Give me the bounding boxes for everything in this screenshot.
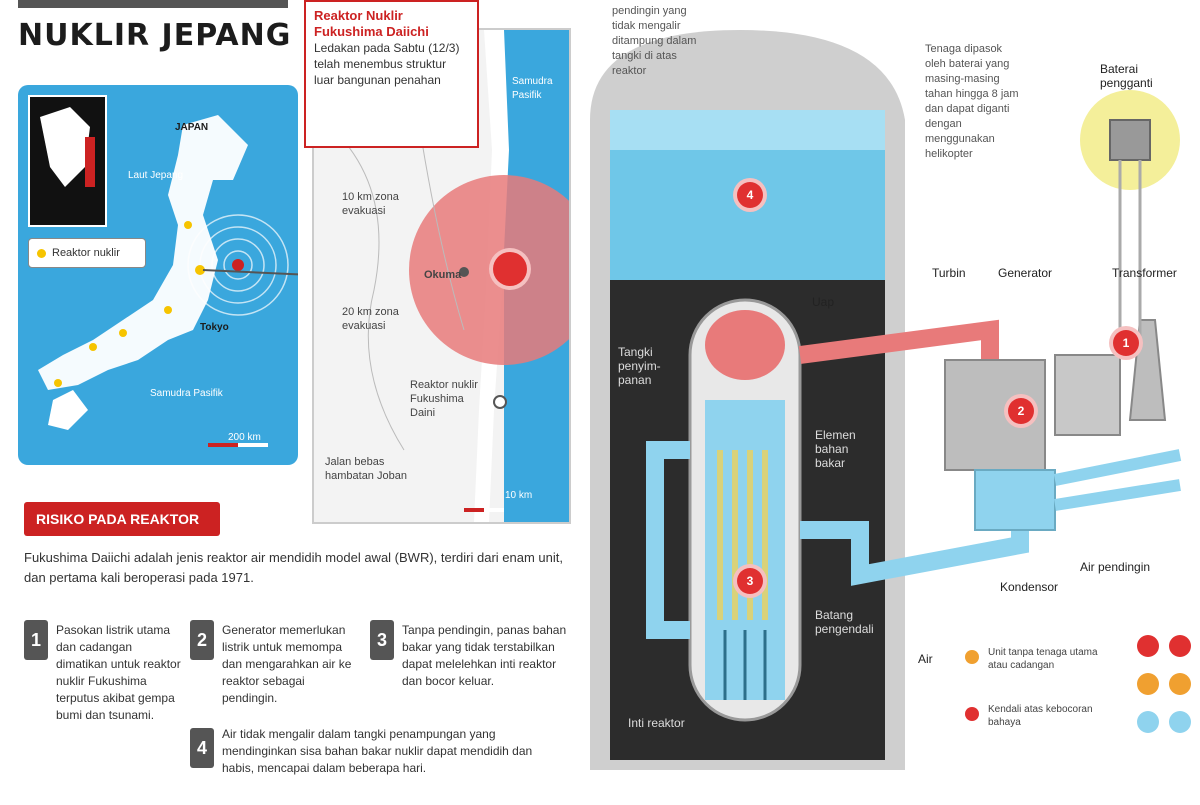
map-legend: Reaktor nuklir [28, 238, 146, 268]
label-batang: Batang pengendali [815, 608, 874, 636]
map-label-japan: JAPAN [175, 122, 209, 133]
reactor-diagram [580, 0, 1200, 800]
page-title: NUKLIR JEPANG [18, 18, 292, 53]
label-base: Inti reaktor [628, 716, 685, 730]
step-2-text: Generator memerlukan listrik untuk memom… [222, 623, 352, 705]
step-1-text: Pasokan listrik utama dan cadangan dimat… [56, 623, 181, 722]
label-transformer: Transformer [1112, 266, 1177, 280]
risk-intro: Fukushima Daiichi adalah jenis reaktor a… [24, 550, 563, 585]
daini-label: Reaktor nuklir Fukushima Daini [410, 379, 478, 419]
zone-10km-label: 10 km zona evakuasi [342, 191, 399, 217]
callout-title: Reaktor Nuklir Fukushima Daiichi [314, 8, 429, 39]
map-label-sea-west: Laut Jepang [128, 170, 184, 181]
zoom-ocean-label: Samudra Pasifik [512, 76, 553, 101]
label-tangki: Tangki penyim-panan [618, 345, 661, 387]
warning-icon-3: 3 [737, 568, 763, 594]
warning-icon-1: 1 [1113, 330, 1139, 356]
map-scale-label: 200 km [228, 432, 261, 443]
top-note: pendingin yang tidak mengalir ditampung … [612, 5, 697, 77]
step-4-number: 4 [190, 728, 214, 768]
map-label-sea-east: Samudra Pasifik [150, 388, 223, 399]
title-strip [18, 0, 288, 8]
fukushima-callout: Reaktor Nuklir Fukushima Daiichi Ledakan… [304, 0, 479, 148]
reactor-dot-icon [37, 248, 46, 258]
label-elemen: Elemen bahan bakar [815, 428, 856, 470]
step-2-number: 2 [190, 620, 214, 660]
label-kondensor: Kondensor [1000, 580, 1059, 594]
warning-icon-2: 2 [1008, 398, 1034, 424]
reactor-diagram-shapes [590, 30, 1182, 770]
battery-label: Baterai pengganti [1100, 62, 1153, 90]
road-label: Jalan bebas hambatan Joban [325, 456, 407, 482]
label-turbin: Turbin [932, 266, 966, 280]
step-1-number: 1 [24, 620, 48, 660]
step-4-text: Air tidak mengalir dalam tangki penampun… [222, 727, 533, 775]
step-3-number: 3 [370, 620, 394, 660]
japan-map-shape [38, 115, 298, 447]
zoom-scale-label: 10 km [505, 490, 533, 501]
legend-status-icons [1135, 632, 1195, 747]
battery-note: Tenaga dipasok oleh baterai yang masing-… [925, 43, 1019, 160]
map-legend-label: Reaktor nuklir [52, 247, 120, 259]
japan-map [18, 85, 298, 465]
zone-20km-label: 20 km zona evakuasi [342, 306, 399, 332]
callout-text: Ledakan pada Sabtu (12/3) telah menembus… [314, 41, 460, 87]
map-label-tokyo: Tokyo [200, 322, 229, 333]
step-3-text: Tanpa pendingin, panas bahan bakar yang … [402, 623, 567, 688]
legend-orange-dot [965, 650, 979, 664]
legend-red-text: Kendali atas kebocoran bahaya [988, 704, 1093, 728]
okuma-label: Okuma [424, 269, 462, 281]
label-air-pendingin: Air pendingin [1080, 560, 1151, 574]
legend-orange-text: Unit tanpa tenaga utama atau cadangan [988, 647, 1098, 671]
asia-inset-map [28, 95, 107, 227]
label-generator: Generator [998, 266, 1053, 280]
explosion-icon [493, 252, 527, 286]
legend-red-dot [965, 707, 979, 721]
label-air: Air [918, 652, 933, 666]
label-uap: Uap [812, 295, 835, 309]
risk-heading: RISIKO PADA REAKTOR [24, 502, 220, 536]
warning-icon-4: 4 [737, 182, 763, 208]
